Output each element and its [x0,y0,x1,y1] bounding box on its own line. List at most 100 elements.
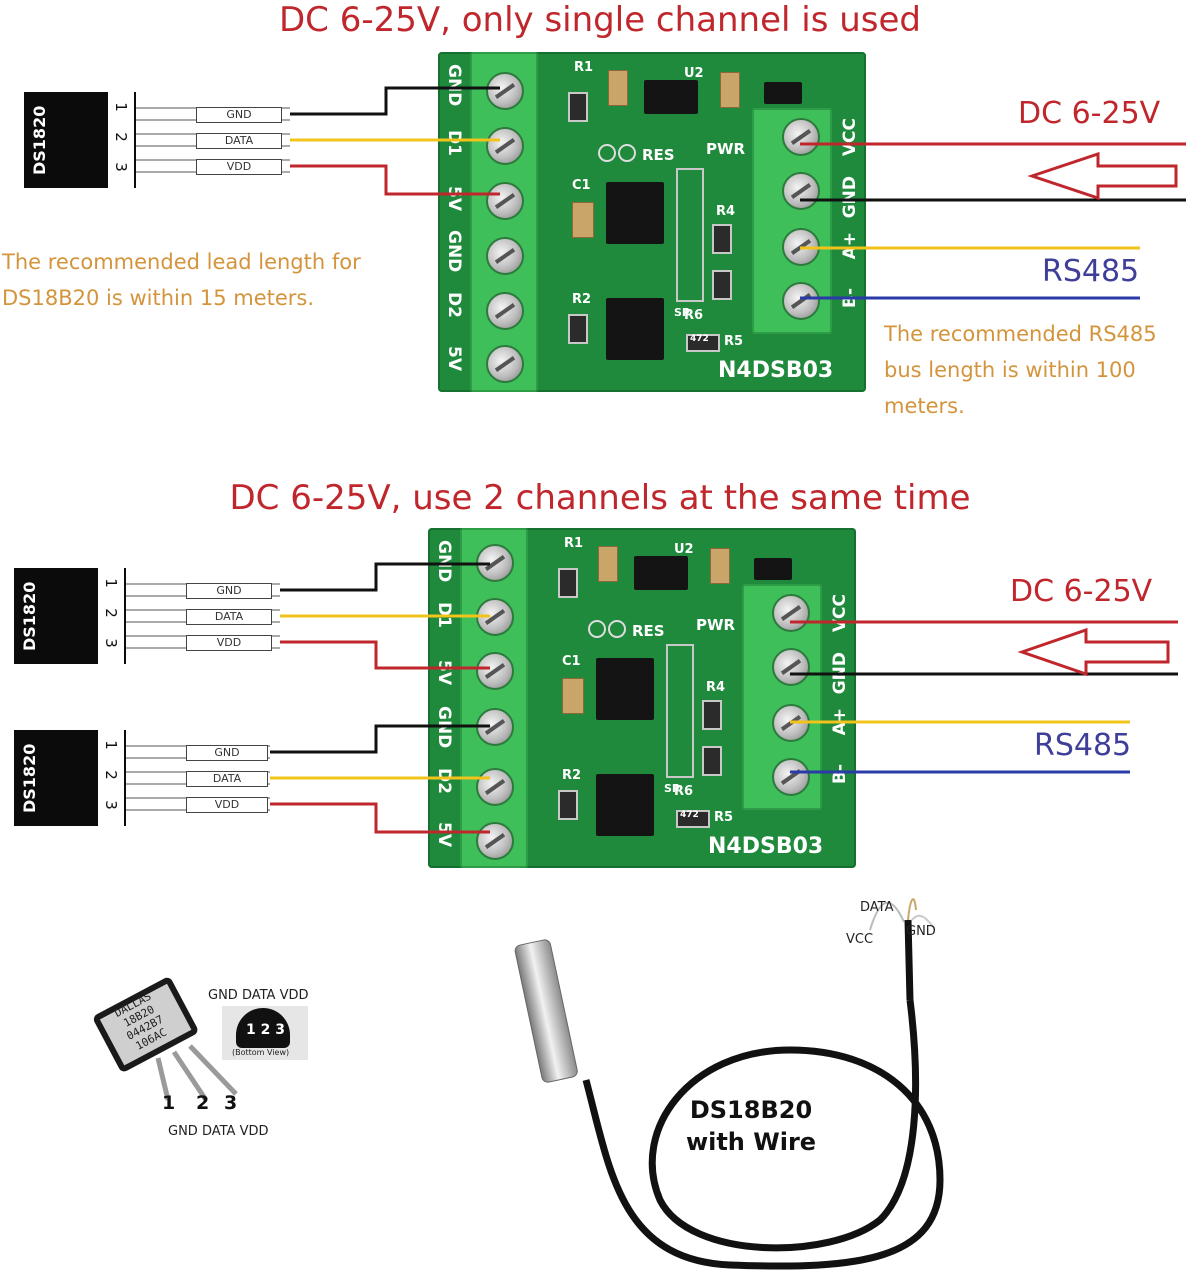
board-name: N4DSB03 [718,358,834,383]
screw-terminal[interactable] [486,292,524,330]
board-name: N4DSB03 [708,834,824,859]
silk-r2: R2 [572,292,592,307]
probe-caption-line: with Wire [685,1128,817,1156]
wire-black [270,724,490,754]
bottom-view-label: (Bottom View) [232,1048,290,1057]
silk-u2: U2 [684,66,704,81]
wire-end [911,914,935,929]
wire-red [280,640,490,670]
power-arrow-icon [1027,151,1178,201]
pin-number-3: 3 [224,1092,238,1114]
screw-terminal[interactable] [486,237,524,275]
capacitor [562,678,584,714]
screw-terminal[interactable] [772,758,810,796]
terminal-label: D2 [434,768,454,794]
regulator-chip [634,556,688,590]
note-line: DS18B20 is within 15 meters. [2,286,315,310]
screw-terminal[interactable] [772,648,810,686]
sensor-2-wires [126,724,490,834]
screw-terminal[interactable] [486,72,524,110]
terminal-label: 5V [444,346,464,371]
bottom-view-pins: 1 2 3 [246,1022,285,1038]
silk-r6: R6 [674,784,694,799]
bottom-sensor-1: DS1820 1 2 3 [14,568,126,664]
transceiver-chip [596,658,654,720]
probe-cable [582,999,944,1270]
top-power-label: DC 6-25V [1018,96,1161,131]
bottom-sensor-2: DS1820 1 2 3 [14,730,126,826]
jumper-pad [588,620,606,638]
screw-terminal[interactable] [772,594,810,632]
top-board: GND D1 5V GND D2 5V VCC GND A+ B- R1 U2 … [438,52,866,392]
diode [764,82,802,104]
resistor [558,790,578,820]
terminal-label: D2 [444,292,464,318]
screw-terminal[interactable] [782,282,820,320]
note-line: bus length is within 100 [884,358,1136,382]
sensor-pins: 1 2 3 [108,92,134,188]
capacitor [598,546,618,582]
probe-label-data: DATA [860,900,894,915]
regulator-chip [644,80,698,114]
note-lead-length: The recommended lead length for DS18B20 … [2,244,361,316]
wire-end [907,898,917,921]
transceiver-chip [606,182,664,244]
silk-r4: R4 [706,680,726,695]
terminal-label: 5V [444,186,464,211]
terminal-label: 5V [434,660,454,685]
jumper-pad [598,144,616,162]
capacitor [608,70,628,106]
resistor [568,314,588,344]
sensor-pins: 1 2 3 [98,730,124,826]
sensor-1-wires [126,562,490,670]
bottom-board: GND D1 5V GND D2 5V VCC GND A+ B- R1 U2 … [428,528,856,868]
bottom-power-label: DC 6-25V [1010,574,1153,609]
terminal-label: 5V [434,822,454,847]
screw-terminal[interactable] [782,118,820,156]
power-wires [790,620,1178,774]
bottom-view-chip [236,1008,290,1048]
top-title: DC 6-25V, only single channel is used [278,0,922,40]
transceiver-chip [596,774,654,836]
screw-terminal[interactable] [486,182,524,220]
screw-terminal[interactable] [782,172,820,210]
top-sensor: DS1820 1 2 3 [24,92,136,188]
left-terminal-block [460,528,528,868]
top-bus-label: RS485 [1042,254,1140,289]
resistor [558,568,578,598]
silk-c1: C1 [572,178,591,193]
wire-end [869,901,905,931]
probe-label-vcc: VCC [846,932,874,947]
silk-r5: R5 [724,334,744,349]
jumper-pad [608,620,626,638]
silk-r4: R4 [716,204,736,219]
screw-terminal[interactable] [476,652,514,690]
bottom-bus-label: RS485 [1034,728,1132,763]
resistor [568,92,588,122]
pin-number-1: 1 [162,1092,176,1114]
silk-r6: R6 [684,308,704,323]
silk-pwr: PWR [706,140,746,158]
capacitor [710,548,730,584]
wire-black [280,562,490,592]
silk-pwr: PWR [696,616,736,634]
wire-label-data: DATA [196,133,282,149]
screw-terminal[interactable] [476,822,514,860]
bottom-wiring [126,562,1178,834]
note-bus-length: The recommended RS485 bus length is with… [884,316,1157,424]
diode [754,558,792,580]
screw-terminal[interactable] [476,768,514,806]
transceiver-chip [606,298,664,360]
silk-472: 472 [680,810,699,820]
capacitor [720,72,740,108]
wire-red [290,164,500,196]
silk-u2: U2 [674,542,694,557]
screw-terminal[interactable] [486,345,524,383]
capacitor [572,202,594,238]
screw-terminal[interactable] [486,127,524,165]
probe-illustration [514,898,944,1270]
pin-names-top: GND DATA VDD [208,988,309,1003]
wire-label-vdd: VDD [196,159,282,175]
silk-r1: R1 [564,536,584,551]
silk-r2: R2 [562,768,582,783]
